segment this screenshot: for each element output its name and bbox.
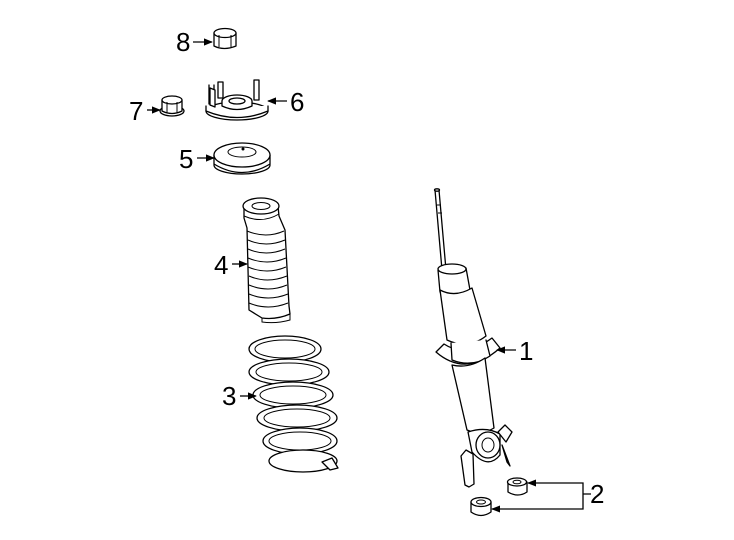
callout-5: 5 xyxy=(179,144,193,174)
part-6-strut-mount xyxy=(205,79,269,121)
callout-7: 7 xyxy=(129,96,143,126)
part-3-coil-spring xyxy=(248,335,339,473)
part-4-dust-boot xyxy=(242,197,291,324)
callout-4: 4 xyxy=(214,250,228,280)
callout-2: 2 xyxy=(590,479,604,509)
part-8-nut xyxy=(213,27,237,50)
leader-2-arrow-lower xyxy=(491,505,500,513)
leader-2-arrow-upper xyxy=(527,479,536,487)
leader-2-bracket xyxy=(492,482,591,510)
part-2-nut-upper xyxy=(506,477,528,496)
part-2-nut-lower xyxy=(470,496,492,517)
callout-1: 1 xyxy=(519,336,533,366)
callout-6: 6 xyxy=(290,87,304,117)
part-7-flange-nut xyxy=(159,95,185,117)
callout-3: 3 xyxy=(222,381,236,411)
part-1-strut-assembly xyxy=(433,188,513,488)
callout-8: 8 xyxy=(176,27,190,57)
part-5-spring-seat xyxy=(213,142,271,175)
